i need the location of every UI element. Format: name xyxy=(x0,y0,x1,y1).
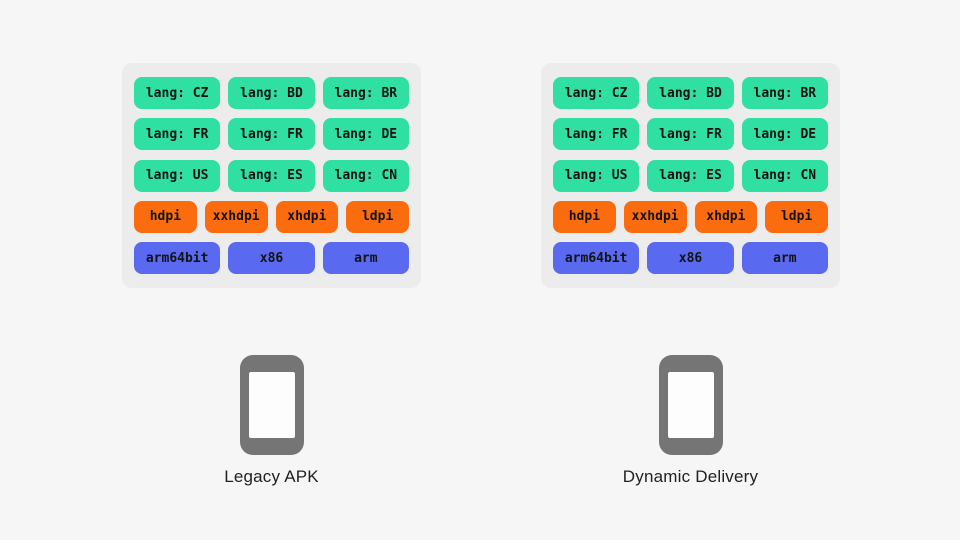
abi-chip: x86 xyxy=(228,242,315,274)
lang-chip: lang: DE xyxy=(322,118,409,151)
dpi-chip: hdpi xyxy=(553,200,616,233)
dpi-chip: xhdpi xyxy=(275,200,339,233)
dpi-chip: hdpi xyxy=(134,200,197,233)
abi-chip: x86 xyxy=(647,242,734,274)
abi-chip: arm64bit xyxy=(553,242,640,274)
lang-chip: lang: CN xyxy=(322,159,409,192)
group-caption: Legacy APK xyxy=(224,467,319,486)
dpi-chip: ldpi xyxy=(765,200,828,233)
phone-icon xyxy=(658,355,723,455)
lang-chip: lang: BD xyxy=(228,77,315,109)
dpi-chip: ldpi xyxy=(346,200,409,233)
lang-chip: lang: ES xyxy=(647,159,734,192)
dpi-chip: xxhdpi xyxy=(204,200,268,233)
abi-chip: arm64bit xyxy=(134,242,221,274)
lang-chip: lang: FR xyxy=(553,118,640,151)
lang-chip: lang: FR xyxy=(647,118,734,151)
lang-chip: lang: ES xyxy=(228,159,315,192)
phone-screen xyxy=(248,372,295,438)
lang-chip: lang: DE xyxy=(741,118,828,151)
lang-chip: lang: CZ xyxy=(553,77,640,109)
dpi-chip: xxhdpi xyxy=(623,200,687,233)
lang-chip: lang: US xyxy=(134,159,221,192)
lang-chip: lang: CN xyxy=(741,159,828,192)
phone-icon xyxy=(239,355,304,455)
group-caption: Dynamic Delivery xyxy=(622,467,759,486)
lang-chip: lang: CZ xyxy=(134,77,221,109)
lang-chip: lang: BD xyxy=(647,77,734,109)
lang-chip: lang: BR xyxy=(322,77,409,109)
abi-chip: arm xyxy=(741,242,828,274)
dpi-chip: xhdpi xyxy=(694,200,758,233)
lang-chip: lang: FR xyxy=(134,118,221,151)
abi-chip: arm xyxy=(322,242,409,274)
lang-chip: lang: US xyxy=(553,159,640,192)
lang-chip: lang: FR xyxy=(228,118,315,151)
phone-screen xyxy=(667,372,714,438)
lang-chip: lang: BR xyxy=(741,77,828,109)
